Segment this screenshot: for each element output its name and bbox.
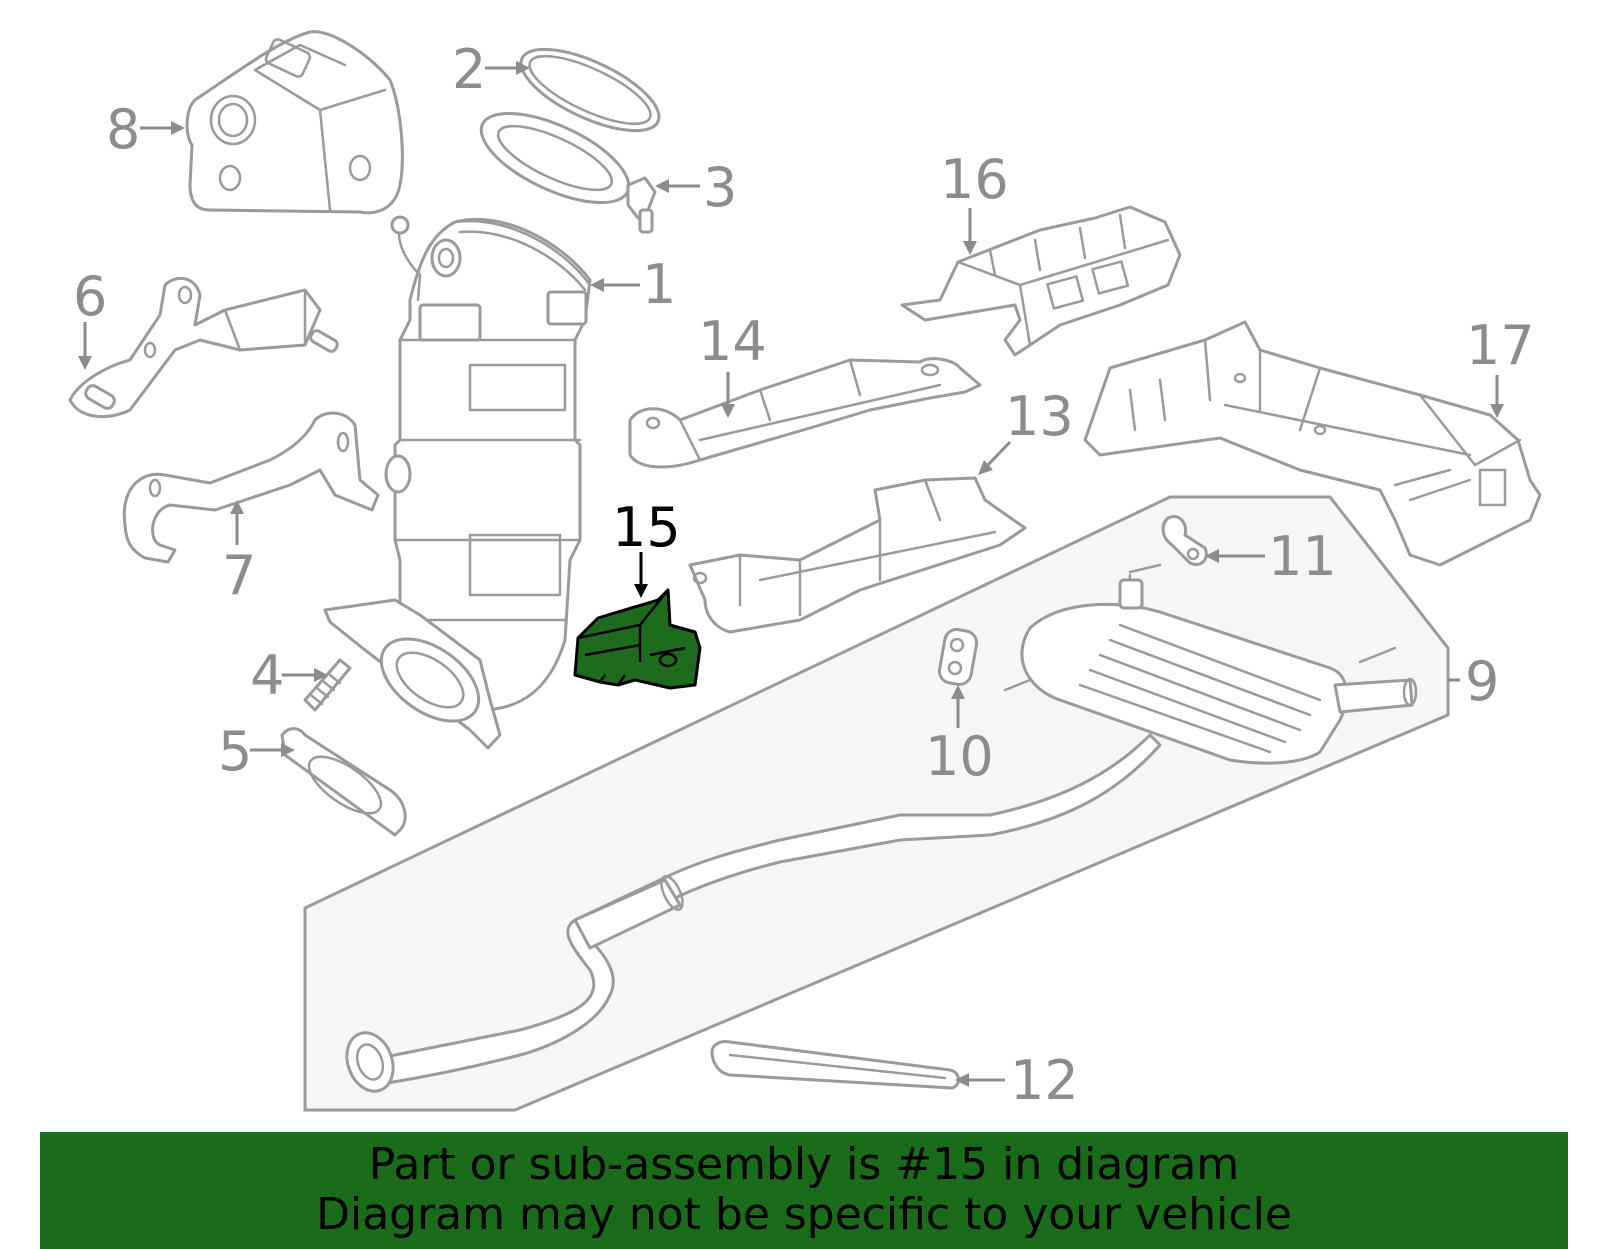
part-7-bracket <box>122 411 380 564</box>
callout-4: 4 <box>250 644 284 707</box>
leader-lines <box>78 61 1504 1087</box>
part-6-bracket <box>68 276 339 419</box>
part-8-heat-shield <box>185 30 404 215</box>
part-13-heat-shield <box>688 476 1027 634</box>
callout-6: 6 <box>73 265 107 328</box>
callout-13: 13 <box>1005 385 1074 448</box>
part-9-exhaust-system <box>303 495 1450 1112</box>
part-10-hanger <box>937 628 979 686</box>
banner-line-1: Part or sub-assembly is #15 in diagram <box>368 1139 1240 1190</box>
part-17-heat-shield <box>1083 320 1542 567</box>
part-14-heat-shield <box>628 357 982 469</box>
part-3-sensor <box>479 111 657 234</box>
part-4-stud <box>303 658 352 712</box>
callout-12: 12 <box>1010 1049 1079 1112</box>
banner-line-2: Diagram may not be specific to your vehi… <box>316 1189 1292 1240</box>
callout-8: 8 <box>106 98 140 161</box>
callout-14: 14 <box>698 310 767 373</box>
part-info-banner: Part or sub-assembly is #15 in diagram D… <box>40 1132 1568 1249</box>
callout-10: 10 <box>925 725 994 788</box>
callout-1: 1 <box>642 253 676 316</box>
callout-3: 3 <box>703 156 737 219</box>
callout-2: 2 <box>452 38 486 101</box>
part-1-catalytic-converter <box>323 215 592 750</box>
part-15-bracket-highlighted <box>573 588 702 690</box>
callout-9: 9 <box>1465 650 1499 713</box>
part-2-gasket <box>519 47 661 133</box>
part-5-gasket <box>280 727 407 837</box>
callout-15: 15 <box>612 496 681 559</box>
callout-11: 11 <box>1268 525 1337 588</box>
callout-16: 16 <box>940 148 1009 211</box>
part-11-bracket <box>1161 515 1208 566</box>
callout-17: 17 <box>1466 314 1535 377</box>
part-16-heat-shield <box>900 205 1182 357</box>
part-12-heat-shield <box>710 1040 960 1090</box>
callout-labels: 1 2 3 4 5 6 7 8 9 10 11 12 13 14 15 16 1… <box>73 38 1535 1112</box>
callout-5: 5 <box>218 720 252 783</box>
callout-7: 7 <box>222 544 256 607</box>
